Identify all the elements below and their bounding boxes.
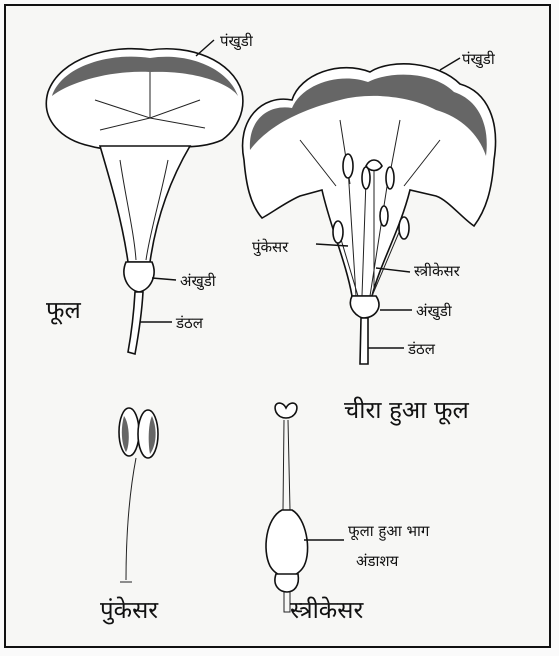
cut-flower <box>243 64 496 364</box>
stamen-detail <box>119 408 158 582</box>
whole-flower-stalk <box>128 292 143 354</box>
stamen-filament <box>126 458 136 580</box>
pistil-style <box>283 420 290 510</box>
label-sepal-left: अंखुडी <box>180 272 217 291</box>
label-ovary: अंडाशय <box>356 552 399 570</box>
whole-flower-sepal <box>124 262 154 292</box>
label-stalk-right: डंठल <box>407 340 436 358</box>
cut-flower-stalk <box>360 318 368 364</box>
whole-flower-tube <box>100 146 190 262</box>
anther <box>399 217 409 239</box>
label-pistil-mid: स्त्रीकेसर <box>414 262 461 280</box>
cut-flower-sepal <box>350 296 379 318</box>
anther <box>333 221 343 243</box>
label-stamen-mid: पुंकेसर <box>252 238 289 257</box>
anther <box>362 167 370 189</box>
label-pistil-bottom: स्त्रीकेसर <box>290 596 364 624</box>
anther <box>343 154 353 178</box>
label-sepal-right: अंखुडी <box>416 302 453 321</box>
label-flower: फूल <box>46 296 82 325</box>
label-stamen-bottom: पुंकेसर <box>100 596 159 625</box>
pistil-ovary <box>266 510 308 577</box>
anther <box>386 167 394 189</box>
pistil-stigma <box>275 403 297 418</box>
label-petal-right: पंखुडी <box>462 50 496 69</box>
label-petal-left: पंखुडी <box>220 32 254 51</box>
label-stalk-left: डंठल <box>175 314 204 332</box>
label-cut-flower: चीरा हुआ फूल <box>344 396 470 426</box>
pistil-detail <box>266 403 308 612</box>
label-swollen-part: फूला हुआ भाग <box>348 522 430 541</box>
anther <box>380 206 388 226</box>
